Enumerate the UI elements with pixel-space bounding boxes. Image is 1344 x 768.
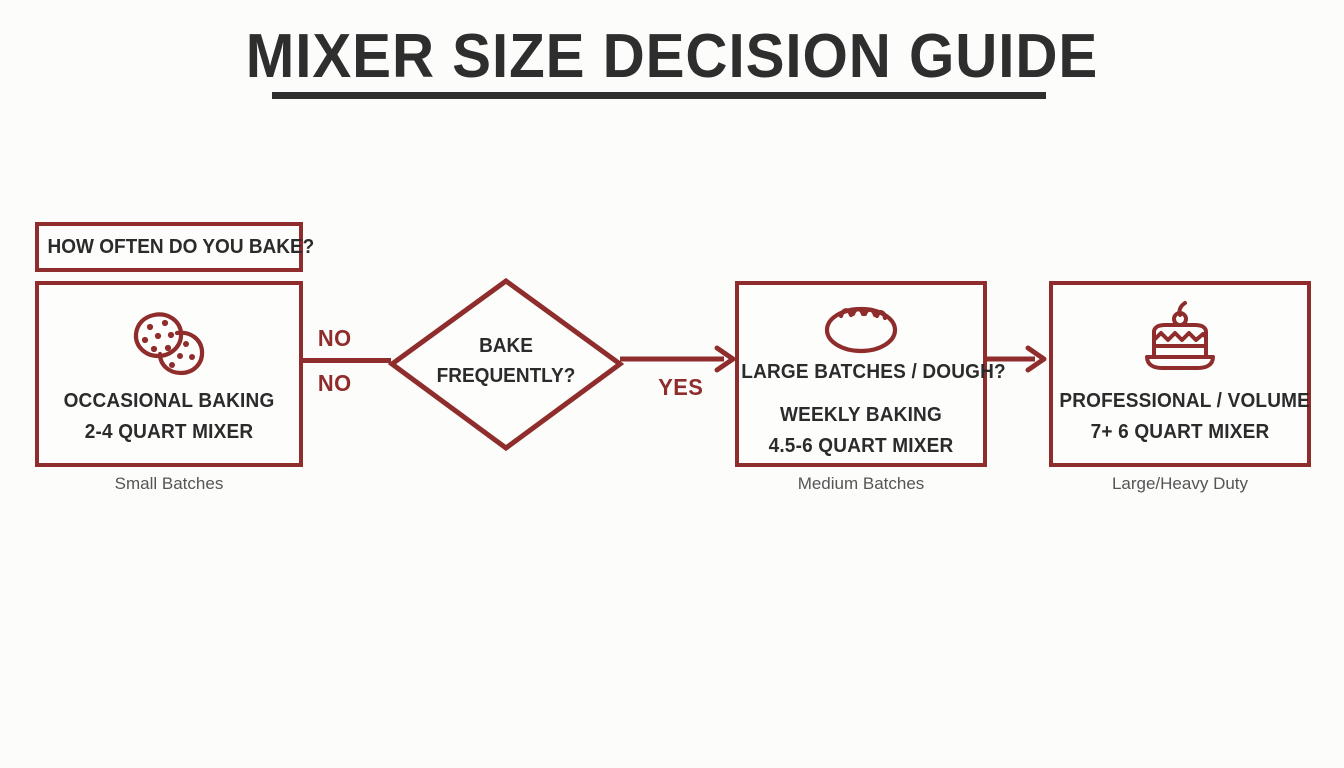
caption-large-heavy-duty: Large/Heavy Duty xyxy=(1111,474,1249,493)
page-title: MIXER SIZE DECISION GUIDE xyxy=(0,26,1344,88)
question-box-label: HOW OFTEN DO YOU BAKE? xyxy=(47,235,315,258)
edge-line-no xyxy=(303,358,391,363)
title-underline xyxy=(272,92,1046,99)
edge-arrow-weekly-to-professional xyxy=(987,345,1047,373)
decision-diamond-shape xyxy=(387,277,625,452)
layer-cake-icon xyxy=(1053,299,1307,373)
question-box-how-often[interactable]: HOW OFTEN DO YOU BAKE? xyxy=(35,222,314,272)
node-weekly-heading-text: LARGE BATCHES / DOUGH? xyxy=(741,361,1006,383)
caption-medium-batches: Medium Batches xyxy=(797,474,925,493)
page-title-text: MIXER SIZE DECISION GUIDE xyxy=(245,22,1099,91)
node-weekly-line-2: 4.5-6 QUART MIXER xyxy=(768,435,954,457)
node-professional-volume[interactable]: PROFESSIONAL / VOLUME 7+ 6 QUART MIXER xyxy=(1049,281,1311,467)
bread-loaf-icon xyxy=(739,303,983,355)
node-weekly-baking[interactable] xyxy=(735,281,987,467)
node-professional-text: PROFESSIONAL / VOLUME 7+ 6 QUART MIXER xyxy=(1053,386,1311,448)
node-professional-line-2: 7+ 6 QUART MIXER xyxy=(1090,421,1270,443)
edge-label-yes: YES xyxy=(658,374,704,400)
node-occasional-line-2: 2-4 QUART MIXER xyxy=(84,421,254,443)
node-weekly-line-1: WEEKLY BAKING xyxy=(780,404,942,426)
cookies-icon xyxy=(39,307,299,379)
caption-small-batches: Small Batches xyxy=(114,474,224,493)
node-occasional-line-1: OCCASIONAL BAKING xyxy=(63,390,275,412)
edge-label-no-bottom: NO xyxy=(317,370,352,396)
edge-label-no-top: NO xyxy=(317,325,352,351)
node-occasional-text: OCCASIONAL BAKING 2-4 QUART MIXER xyxy=(39,386,299,448)
node-weekly-heading: LARGE BATCHES / DOUGH? xyxy=(735,357,1006,388)
decision-bake-frequently[interactable]: BAKE FREQUENTLY? xyxy=(387,277,625,452)
node-occasional-baking[interactable]: OCCASIONAL BAKING 2-4 QUART MIXER xyxy=(35,281,303,467)
edge-arrow-yes xyxy=(620,345,736,373)
node-professional-line-1: PROFESSIONAL / VOLUME xyxy=(1059,390,1311,412)
node-weekly-text: WEEKLY BAKING 4.5-6 QUART MIXER xyxy=(735,400,987,462)
